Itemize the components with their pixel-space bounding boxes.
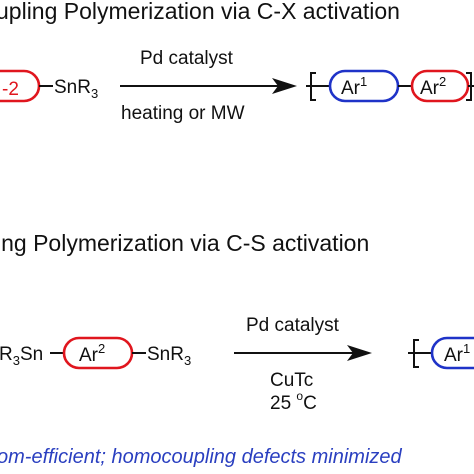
- scheme1-product-ring-ar2-label: Ar2: [420, 74, 446, 99]
- scheme2-r3sn: R3Sn: [0, 344, 43, 368]
- scheme1-product-ring-ar1-label: Ar1: [341, 74, 367, 99]
- scheme2-arrow-top-label: Pd catalyst: [246, 315, 340, 336]
- scheme1-bracket-right: [466, 72, 472, 101]
- scheme1-arrow-top-label: Pd catalyst: [140, 48, 234, 69]
- scheme2-title: ing Polymerization via C-S activation: [0, 230, 369, 256]
- scheme2-arrowhead: [347, 345, 372, 361]
- scheme1-left-ring: [0, 69, 41, 103]
- scheme2-product-ring-ar1-label: Ar1: [444, 341, 470, 366]
- scheme1-arrow-bottom-label: heating or MW: [121, 103, 245, 124]
- footer-note: om-efficient; homocoupling defects minim…: [0, 446, 403, 468]
- scheme1-left-ring-label: -2: [2, 79, 19, 100]
- scheme1-snr3: SnR3: [54, 77, 98, 101]
- scheme1-arrowhead: [272, 78, 297, 94]
- scheme2-product-ring-ar1: [430, 336, 474, 370]
- scheme2-snr3: SnR3: [147, 344, 191, 368]
- scheme1-title: upling Polymerization via C-X activation: [0, 0, 400, 24]
- scheme2-arrow-bottom-label-1: CuTc: [270, 370, 313, 391]
- scheme2-arrow-bottom-label-2: 25 oC: [270, 389, 317, 414]
- scheme2-ring-ar2-label: Ar2: [79, 341, 105, 366]
